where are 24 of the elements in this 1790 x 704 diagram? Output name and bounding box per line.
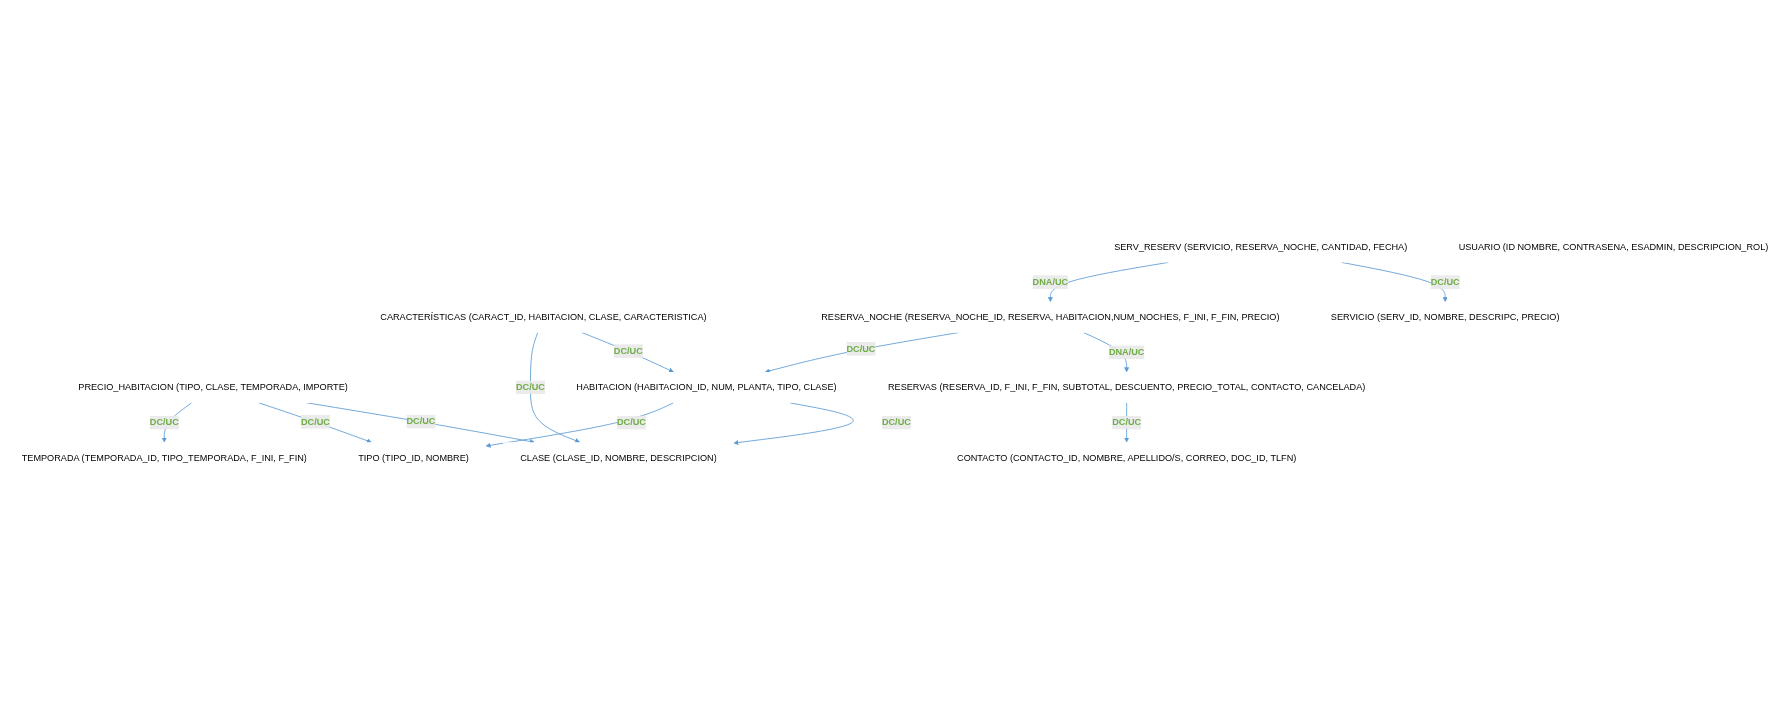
node-text: TIPO (TIPO_ID, NOMBRE): [358, 452, 469, 462]
node-text: RESERVA_NOCHE (RESERVA_NOCHE_ID, RESERVA, HABITACION,NUM_NOCHES, F_INI, F_FIN, PRECIO): [821, 311, 1280, 322]
edge-label: DC/UC: [406, 416, 436, 426]
edge-label: DC/UC: [300, 416, 330, 427]
node-text: USUARIO (ID NOMBRE, CONTRASENA, ESADMIN, DESCRIPCION_ROL): [1458, 241, 1769, 252]
edge-label: DC/UC: [846, 343, 876, 354]
node-text: CONTACTO (CONTACTO_ID, NOMBRE, APELLIDO/S, CORREO, DOC_ID, TLFN): [957, 452, 1297, 462]
edge-label: DNA/UC: [1032, 276, 1069, 287]
edge-label: DC/UC: [616, 417, 646, 427]
node-text: CARACTERÍSTICAS (CARACT_ID, HABITACION, CLASE, CARACTERISTICA): [380, 311, 707, 322]
edge-label: DC/UC: [516, 381, 545, 392]
node-text: HABITACION (HABITACION_ID, NUM, PLANTA, TIPO, CLASE): [576, 381, 837, 392]
edge-label: DC/UC: [613, 345, 643, 356]
edge-label: DC/UC: [1112, 417, 1142, 427]
node-text: RESERVAS (RESERVA_ID, F_INI, F_FIN, SUBTOTAL, DESCUENTO, PRECIO_TOTAL, CONTACTO, CANCELADA): [887, 381, 1366, 392]
node-text: CLASE (CLASE_ID, NOMBRE, DESCRIPCION): [520, 452, 717, 462]
node-text: PRECIO_HABITACION (TIPO, CLASE, TEMPORADA, IMPORTE): [78, 381, 348, 392]
edge-label: DNA/UC: [1108, 346, 1145, 357]
node-text: TEMPORADA (TEMPORADA_ID, TIPO_TEMPORADA, F_INI, F_FIN): [21, 452, 307, 462]
edge-label: DC/UC: [149, 417, 179, 427]
node-text: SERV_RESERV (SERVICIO, RESERVA_NOCHE, CANTIDAD, FECHA): [1114, 241, 1408, 252]
edge-label: DC/UC: [881, 417, 911, 427]
edge-label: DC/UC: [1430, 276, 1460, 287]
node-text: SERVICIO (SERV_ID, NOMBRE, DESCRIPC, PRECIO): [1330, 311, 1560, 322]
